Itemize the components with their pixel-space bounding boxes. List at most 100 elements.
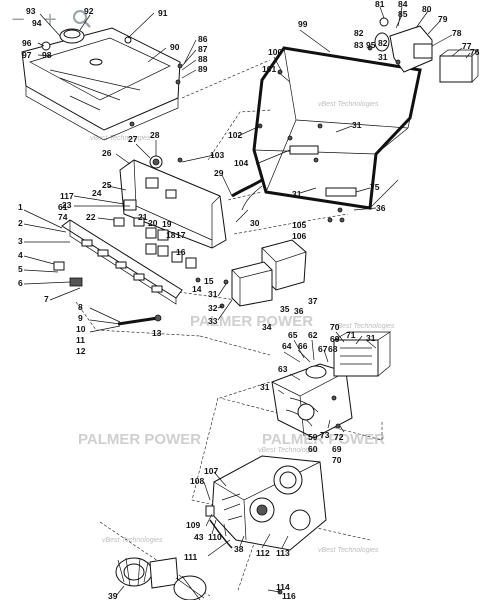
callout-26: 26 [102, 148, 112, 158]
callout-31-muffler: 31 [378, 52, 388, 62]
callout-6: 6 [18, 278, 23, 288]
callout-80: 80 [422, 4, 432, 14]
callout-77: 77 [462, 41, 472, 51]
callout-10: 10 [76, 324, 86, 334]
callout-98: 98 [42, 50, 52, 60]
callout-112: 112 [256, 548, 270, 558]
callout-79: 79 [438, 14, 448, 24]
callout-92: 92 [84, 6, 94, 16]
callout-23: 23 [62, 200, 72, 210]
callout-14: 14 [192, 284, 202, 294]
callout-103: 103 [210, 150, 224, 160]
callout-17: 17 [176, 230, 186, 240]
mounting-brackets [219, 239, 307, 309]
callout-84: 84 [398, 0, 408, 9]
zoom-in-button[interactable]: + [42, 8, 58, 30]
callout-36: 36 [376, 203, 386, 213]
callout-69: 69 [330, 334, 340, 344]
callout-62: 62 [308, 330, 318, 340]
callout-9: 9 [78, 313, 83, 323]
callout-13: 13 [152, 328, 162, 338]
callout-94: 94 [32, 18, 42, 28]
callout-76: 76 [470, 47, 480, 57]
callout-29: 29 [214, 168, 224, 178]
callout-12: 12 [76, 346, 86, 356]
callout-34: 34 [262, 322, 272, 332]
callout-38: 38 [234, 544, 244, 554]
callout-99: 99 [298, 19, 308, 29]
callout-111: 111 [184, 552, 198, 562]
callout-117: 117 [60, 191, 74, 201]
callout-21: 21 [138, 212, 148, 222]
callout-11: 11 [76, 335, 85, 345]
callout-100: 100 [268, 47, 282, 57]
callout-73: 73 [320, 430, 330, 440]
callout-107: 107 [204, 466, 218, 476]
callout-95: 95 [366, 40, 376, 50]
callout-68: 68 [328, 344, 338, 354]
callout-71: 71 [346, 330, 356, 340]
alternator-parts [115, 557, 283, 600]
engine-block [205, 455, 327, 551]
watermark-tag: vBest Technologies [334, 323, 395, 330]
callout-88: 88 [198, 54, 208, 64]
callout-31: 31 [352, 120, 362, 130]
watermark-brand: PALMER POWER [78, 431, 201, 448]
fuel-tank [21, 27, 183, 141]
callout-25: 25 [102, 180, 112, 190]
callout-7: 7 [44, 294, 49, 304]
callout-64: 64 [282, 341, 292, 351]
callout-19: 19 [162, 219, 172, 229]
callout-110: 110 [208, 532, 222, 542]
watermark-brand: PALMER POWER [190, 313, 313, 330]
callout-75: 75 [370, 182, 380, 192]
callout-35: 35 [280, 304, 290, 314]
callout-39: 39 [108, 591, 118, 600]
callout-4: 4 [18, 250, 23, 260]
callout-59: 59 [308, 432, 318, 442]
watermark-brand: PALMER POWER [262, 431, 385, 448]
callout-31-frame: 31 [292, 189, 302, 199]
tubular-frame [252, 46, 422, 223]
callout-69b: 69 [332, 444, 342, 454]
callout-91: 91 [158, 8, 168, 18]
callout-1: 1 [18, 202, 23, 212]
callout-16: 16 [176, 247, 186, 257]
callout-28: 28 [150, 130, 160, 140]
callout-82b: 82 [378, 38, 388, 48]
watermark-tag: vBest Technologies [318, 101, 379, 108]
callout-43: 43 [194, 532, 204, 542]
callout-31-side: 31 [260, 382, 270, 392]
callout-60: 60 [308, 444, 318, 454]
callout-8: 8 [78, 302, 83, 312]
callout-2: 2 [18, 218, 23, 228]
callout-63: 63 [278, 364, 288, 374]
callout-22: 22 [86, 212, 96, 222]
callout-18: 18 [166, 230, 176, 240]
callout-31-shroud: 31 [366, 333, 376, 343]
zoom-out-button[interactable]: − [10, 8, 26, 30]
viewer-toolbar: − + [4, 6, 96, 32]
callout-85: 85 [398, 9, 408, 19]
callout-24: 24 [92, 188, 102, 198]
control-panel-box [113, 155, 263, 283]
callout-5: 5 [18, 264, 23, 274]
callout-108: 108 [190, 476, 204, 486]
callout-90: 90 [170, 42, 180, 52]
callout-113: 113 [276, 548, 290, 558]
watermark-tag: vBest Technologies [102, 537, 163, 544]
engine-shroud [271, 331, 392, 439]
callout-102: 102 [228, 130, 242, 140]
callout-70: 70 [330, 322, 340, 332]
callout-65: 65 [288, 330, 298, 340]
callout-74: 74 [58, 212, 68, 222]
callout-66: 66 [298, 341, 308, 351]
callout-86: 86 [198, 34, 208, 44]
callout-32: 32 [208, 303, 218, 313]
callout-106: 106 [292, 231, 306, 241]
callout-78: 78 [452, 28, 462, 38]
callout-105: 105 [292, 220, 306, 230]
callout-27: 27 [128, 134, 138, 144]
callout-33: 33 [208, 316, 218, 326]
